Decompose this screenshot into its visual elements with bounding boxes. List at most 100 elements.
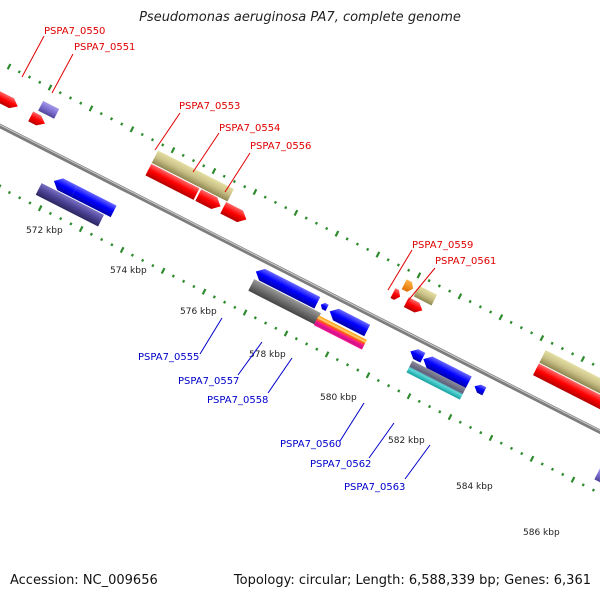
feature-box[interactable]	[35, 183, 104, 227]
tick-mark	[335, 357, 339, 362]
tick-track-outer	[6, 63, 595, 366]
tick-mark	[222, 174, 226, 178]
tick-mark	[109, 117, 114, 121]
tick-mark	[560, 346, 564, 351]
tick-mark	[293, 209, 299, 216]
tick-mark	[386, 258, 390, 262]
gene-label-reverse[interactable]: PSPA7_0562	[310, 459, 371, 470]
scale-label: 580 kbp	[320, 393, 357, 403]
gene-arrow[interactable]	[327, 306, 371, 337]
scale-label: 584 kbp	[456, 482, 493, 492]
tick-mark	[170, 146, 176, 154]
tick-mark	[325, 226, 329, 231]
gene-arrow[interactable]	[390, 288, 402, 301]
gene-box[interactable]	[71, 185, 117, 218]
tick-mark	[591, 488, 596, 492]
tick-mark	[78, 225, 84, 233]
tick-mark	[448, 289, 452, 293]
tick-mark	[304, 216, 308, 220]
gene-arrow[interactable]	[408, 346, 426, 363]
gene-arrow[interactable]	[51, 175, 78, 198]
tick-mark	[7, 190, 11, 195]
gene-arrow[interactable]	[420, 353, 472, 389]
tick-mark	[252, 188, 258, 196]
tick-mark	[28, 201, 32, 205]
tick-mark	[201, 288, 207, 295]
gene-label-forward[interactable]: PSPA7_0561	[435, 256, 496, 267]
tick-mark	[570, 476, 576, 483]
tick-mark	[458, 420, 462, 424]
tick-mark	[427, 279, 431, 283]
tick-mark	[407, 268, 411, 272]
tick-mark	[509, 320, 513, 325]
tick-mark	[345, 363, 350, 367]
tick-mark	[499, 441, 503, 445]
gene-arrow[interactable]	[0, 89, 20, 111]
gene-arrow[interactable]	[28, 111, 47, 128]
gene-label-forward[interactable]: PSPA7_0551	[74, 42, 135, 53]
tick-mark	[356, 368, 360, 372]
gene-arrow[interactable]	[253, 266, 321, 309]
feature-box[interactable]	[248, 279, 322, 325]
gene-label-forward[interactable]: PSPA7_0554	[219, 123, 280, 134]
gene-label-forward[interactable]: PSPA7_0559	[412, 240, 473, 251]
gene-arrow[interactable]	[319, 302, 329, 311]
gene-arrow[interactable]	[401, 279, 416, 293]
gene-arrow[interactable]	[220, 201, 249, 225]
scale-label: 586 kbp	[523, 528, 560, 538]
feature-box[interactable]	[313, 315, 367, 350]
tick-mark	[324, 351, 330, 358]
tick-mark	[457, 293, 463, 300]
gene-arrow[interactable]	[473, 382, 487, 396]
tick-mark	[437, 284, 441, 288]
forward-leader-lines	[21, 35, 436, 303]
feature-box[interactable]	[539, 350, 600, 415]
tick-mark	[110, 243, 114, 247]
gene-label-reverse[interactable]: PSPA7_0555	[138, 352, 199, 363]
tick-mark	[284, 205, 288, 210]
tick-mark	[375, 251, 381, 258]
tick-mark	[478, 305, 482, 309]
gene-label-reverse[interactable]: PSPA7_0560	[280, 439, 341, 450]
feature-box[interactable]	[594, 467, 600, 493]
genome-backbone	[0, 101, 600, 451]
tick-mark	[447, 413, 453, 421]
tick-mark	[242, 309, 248, 316]
tick-mark	[130, 253, 134, 257]
tick-mark	[79, 101, 83, 105]
tick-mark	[509, 446, 514, 451]
tick-mark	[580, 355, 586, 363]
tick-mark	[519, 326, 523, 330]
gene-label-reverse[interactable]: PSPA7_0557	[178, 376, 239, 387]
tick-mark	[365, 372, 371, 379]
feature-box[interactable]	[38, 100, 60, 119]
tick-mark	[529, 455, 535, 462]
gene-arrow[interactable]	[403, 297, 425, 315]
tick-mark	[489, 310, 493, 314]
tick-mark	[283, 330, 289, 337]
tick-mark	[191, 158, 196, 163]
tick-mark	[100, 237, 104, 242]
tick-mark	[59, 216, 63, 221]
gene-label-forward[interactable]: PSPA7_0553	[179, 101, 240, 112]
forward-gene-labels: PSPA7_0550 PSPA7_0551 PSPA7_0553 PSPA7_0…	[44, 26, 496, 267]
tick-mark	[27, 75, 32, 79]
tick-mark	[192, 284, 196, 289]
gene-arrow[interactable]	[195, 189, 223, 212]
tick-mark	[263, 195, 267, 199]
gene-label-forward[interactable]: PSPA7_0550	[44, 26, 105, 37]
gene-label-reverse[interactable]: PSPA7_0558	[207, 395, 268, 406]
feature-box[interactable]	[151, 150, 234, 202]
gene-label-forward[interactable]: PSPA7_0556	[250, 141, 311, 152]
tick-mark	[581, 483, 585, 487]
tick-mark	[211, 167, 217, 175]
feature-box[interactable]	[406, 360, 466, 400]
feature-box[interactable]	[532, 363, 600, 425]
tick-mark	[591, 362, 595, 366]
tick-mark	[438, 410, 442, 414]
feature-box[interactable]	[145, 163, 200, 200]
feature-box[interactable]	[413, 285, 438, 306]
gene-label-reverse[interactable]: PSPA7_0563	[344, 482, 405, 493]
tick-mark	[47, 84, 53, 91]
